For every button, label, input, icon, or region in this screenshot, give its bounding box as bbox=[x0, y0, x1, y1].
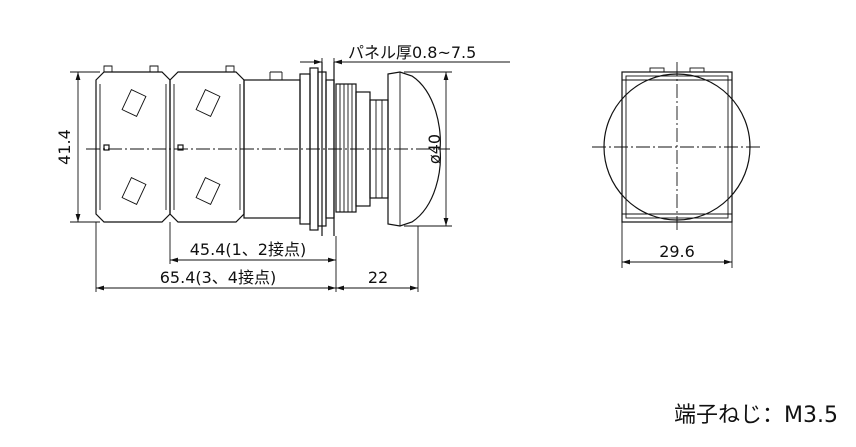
contact-block-left bbox=[95, 65, 171, 223]
button-length-label: 22 bbox=[368, 268, 388, 287]
width-dim-label: 29.6 bbox=[659, 242, 695, 261]
side-view: 41.4 ø40 パネル厚0.8~7.5 45.4(1、2接点) 65.4(3、… bbox=[55, 43, 510, 292]
terminal-screw-note: 端子ねじ：M3.5 bbox=[674, 403, 838, 428]
height-dimension: 41.4 bbox=[55, 71, 100, 223]
contact-block-middle bbox=[169, 65, 245, 223]
operator-body bbox=[243, 62, 389, 236]
length-34-label: 65.4(3、4接点) bbox=[160, 268, 276, 287]
diameter-dim-label: ø40 bbox=[425, 134, 444, 164]
length-dimensions: 45.4(1、2接点) 65.4(3、4接点) 22 bbox=[95, 222, 419, 292]
front-view: 29.6 bbox=[592, 62, 762, 268]
diameter-dimension: ø40 bbox=[404, 71, 452, 227]
height-dim-label: 41.4 bbox=[55, 129, 74, 165]
panel-thickness-dimension: パネル厚0.8~7.5 bbox=[300, 43, 510, 65]
width-dimension: 29.6 bbox=[621, 222, 733, 268]
length-12-label: 45.4(1、2接点) bbox=[190, 240, 306, 259]
panel-thickness-label: パネル厚0.8~7.5 bbox=[348, 43, 476, 62]
knurl-lines bbox=[339, 84, 353, 212]
